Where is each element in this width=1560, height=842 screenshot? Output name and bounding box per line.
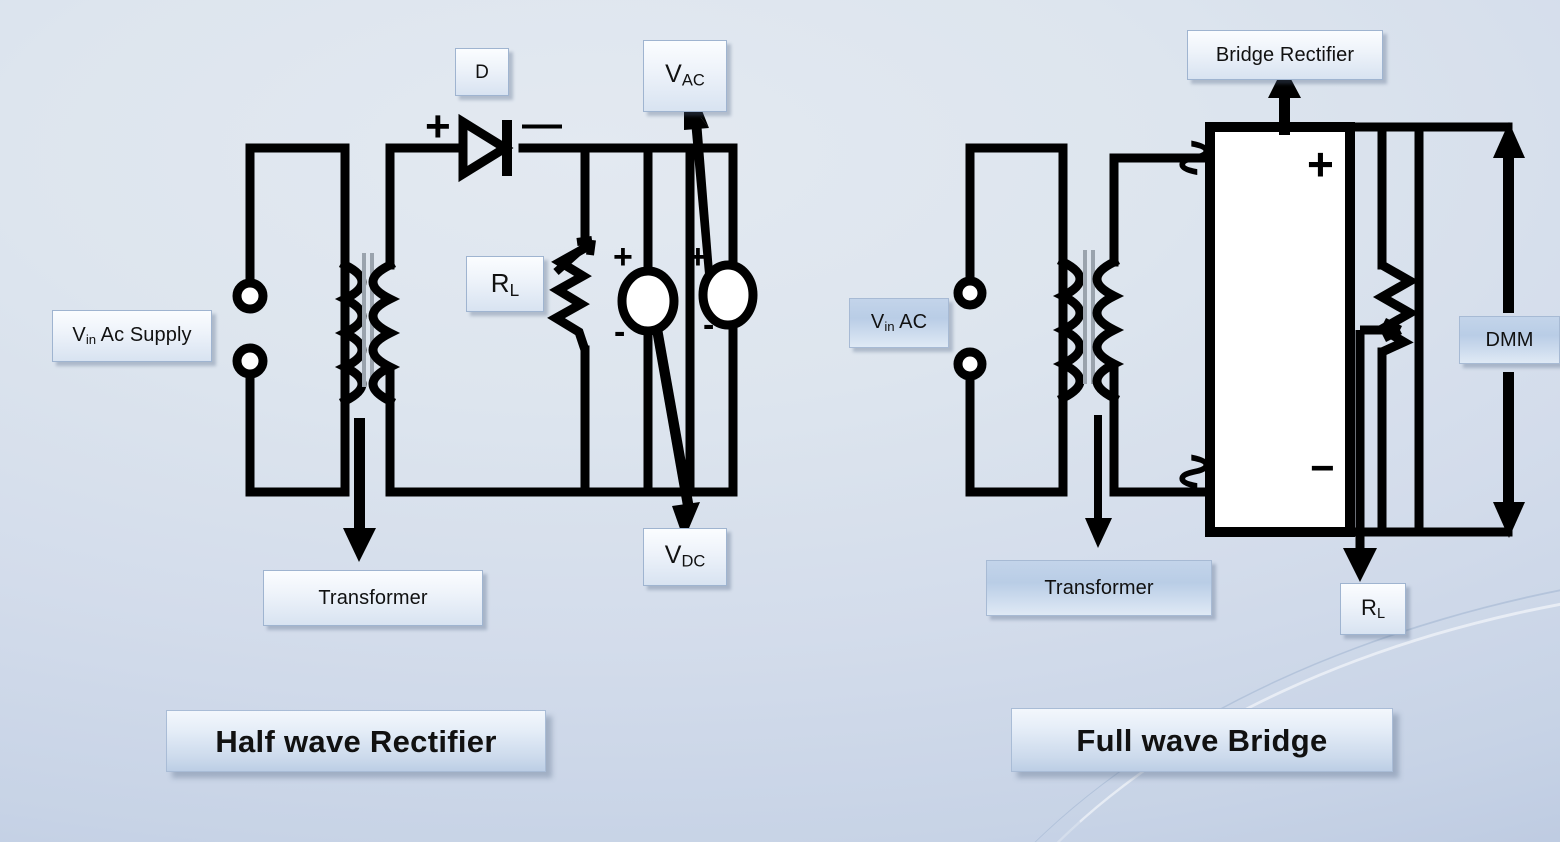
label-diode-d: D — [455, 48, 509, 96]
primary-loop-right — [965, 143, 1068, 497]
half-wave-circuit — [245, 143, 738, 497]
terminal-top — [232, 278, 268, 314]
variable-load-resistor-left — [547, 236, 596, 352]
diode-anode-plus: + — [425, 102, 451, 151]
terminal-top-right — [953, 276, 987, 310]
secondary-loop — [385, 143, 590, 497]
label-rl-left: RL — [466, 256, 544, 312]
title-right-text: Full wave Bridge — [1076, 722, 1328, 758]
vin-right-main: V — [870, 311, 885, 334]
vin-right-sub: in — [884, 319, 895, 335]
diode-d-text: D — [475, 61, 489, 83]
vac-main: V — [665, 60, 682, 89]
transformer-core-right — [1083, 250, 1095, 384]
vdc-pointer-arrow — [652, 328, 700, 540]
diode-cathode-minus: — — [522, 102, 562, 146]
rl-right-sub: L — [1376, 605, 1386, 622]
vin-tail: Ac Supply — [96, 324, 192, 347]
source-terminals-left — [232, 278, 268, 379]
full-wave-circuit — [965, 122, 1513, 537]
secondary-wires-right — [1109, 153, 1215, 497]
label-bridge-rectifier: Bridge Rectifier — [1187, 30, 1383, 80]
bridge-dc-plus: + — [1307, 138, 1334, 190]
meter-vdc-plus: + — [688, 238, 708, 276]
source-terminals-right — [953, 276, 987, 381]
label-transformer-right: Transformer — [986, 560, 1212, 616]
transformer-pointer-arrow-left — [343, 418, 376, 562]
rl-left-main: R — [490, 267, 510, 298]
label-rl-right: RL — [1340, 583, 1406, 635]
label-vin-ac-supply: Vin Ac Supply — [52, 310, 212, 362]
vdc-sub: DC — [681, 553, 706, 572]
label-vin-ac-right: Vin AC — [849, 298, 949, 348]
meter-vdc-minus: - — [703, 306, 715, 344]
transformer-secondary-coil-right — [1092, 255, 1125, 405]
rl-left-sub: L — [509, 279, 520, 300]
meter-vac — [617, 266, 679, 336]
bridge-ac-top-tilde: ∿ — [1166, 136, 1224, 180]
transformer-left-text: Transformer — [318, 587, 428, 609]
meter-vac-plus: + — [613, 238, 633, 276]
title-left-text: Half wave Rectifier — [215, 723, 497, 759]
rl-pointer-arrow-right — [1343, 548, 1377, 582]
label-dmm: DMM — [1459, 316, 1560, 364]
primary-loop — [245, 143, 350, 497]
bridge-rectifier-text: Bridge Rectifier — [1215, 44, 1355, 66]
label-vac: VAC — [643, 40, 727, 112]
variable-load-resistor-right — [1355, 261, 1420, 560]
transformer-right-text: Transformer — [1044, 577, 1154, 599]
rl-right-main: R — [1360, 594, 1377, 620]
vac-sub: AC — [681, 72, 705, 91]
label-vdc: VDC — [643, 528, 727, 586]
vin-right-tail: AC — [894, 311, 928, 334]
meter-vac-minus: - — [614, 313, 626, 351]
bridge-dc-minus: − — [1310, 444, 1335, 491]
vin-main: V — [72, 324, 86, 347]
diode-symbol — [455, 113, 514, 183]
transformer-secondary-coil — [368, 258, 401, 408]
title-full-wave-bridge: Full wave Bridge — [1011, 708, 1393, 772]
template-arc-outer — [880, 560, 1560, 842]
terminal-bottom — [232, 343, 268, 379]
dmm-text: DMM — [1485, 329, 1534, 351]
transformer-primary-coil — [334, 258, 367, 408]
transformer-primary-coil-right — [1052, 255, 1085, 405]
vin-subscript: in — [85, 332, 97, 348]
terminal-bottom-right — [953, 347, 987, 381]
title-half-wave-rectifier: Half wave Rectifier — [166, 710, 546, 772]
bridge-ac-bottom-tilde: ∿ — [1166, 450, 1224, 494]
label-transformer-left: Transformer — [263, 570, 483, 626]
transformer-pointer-arrow-right — [1085, 415, 1112, 548]
transformer-core — [362, 253, 374, 387]
vdc-main: V — [664, 541, 682, 570]
